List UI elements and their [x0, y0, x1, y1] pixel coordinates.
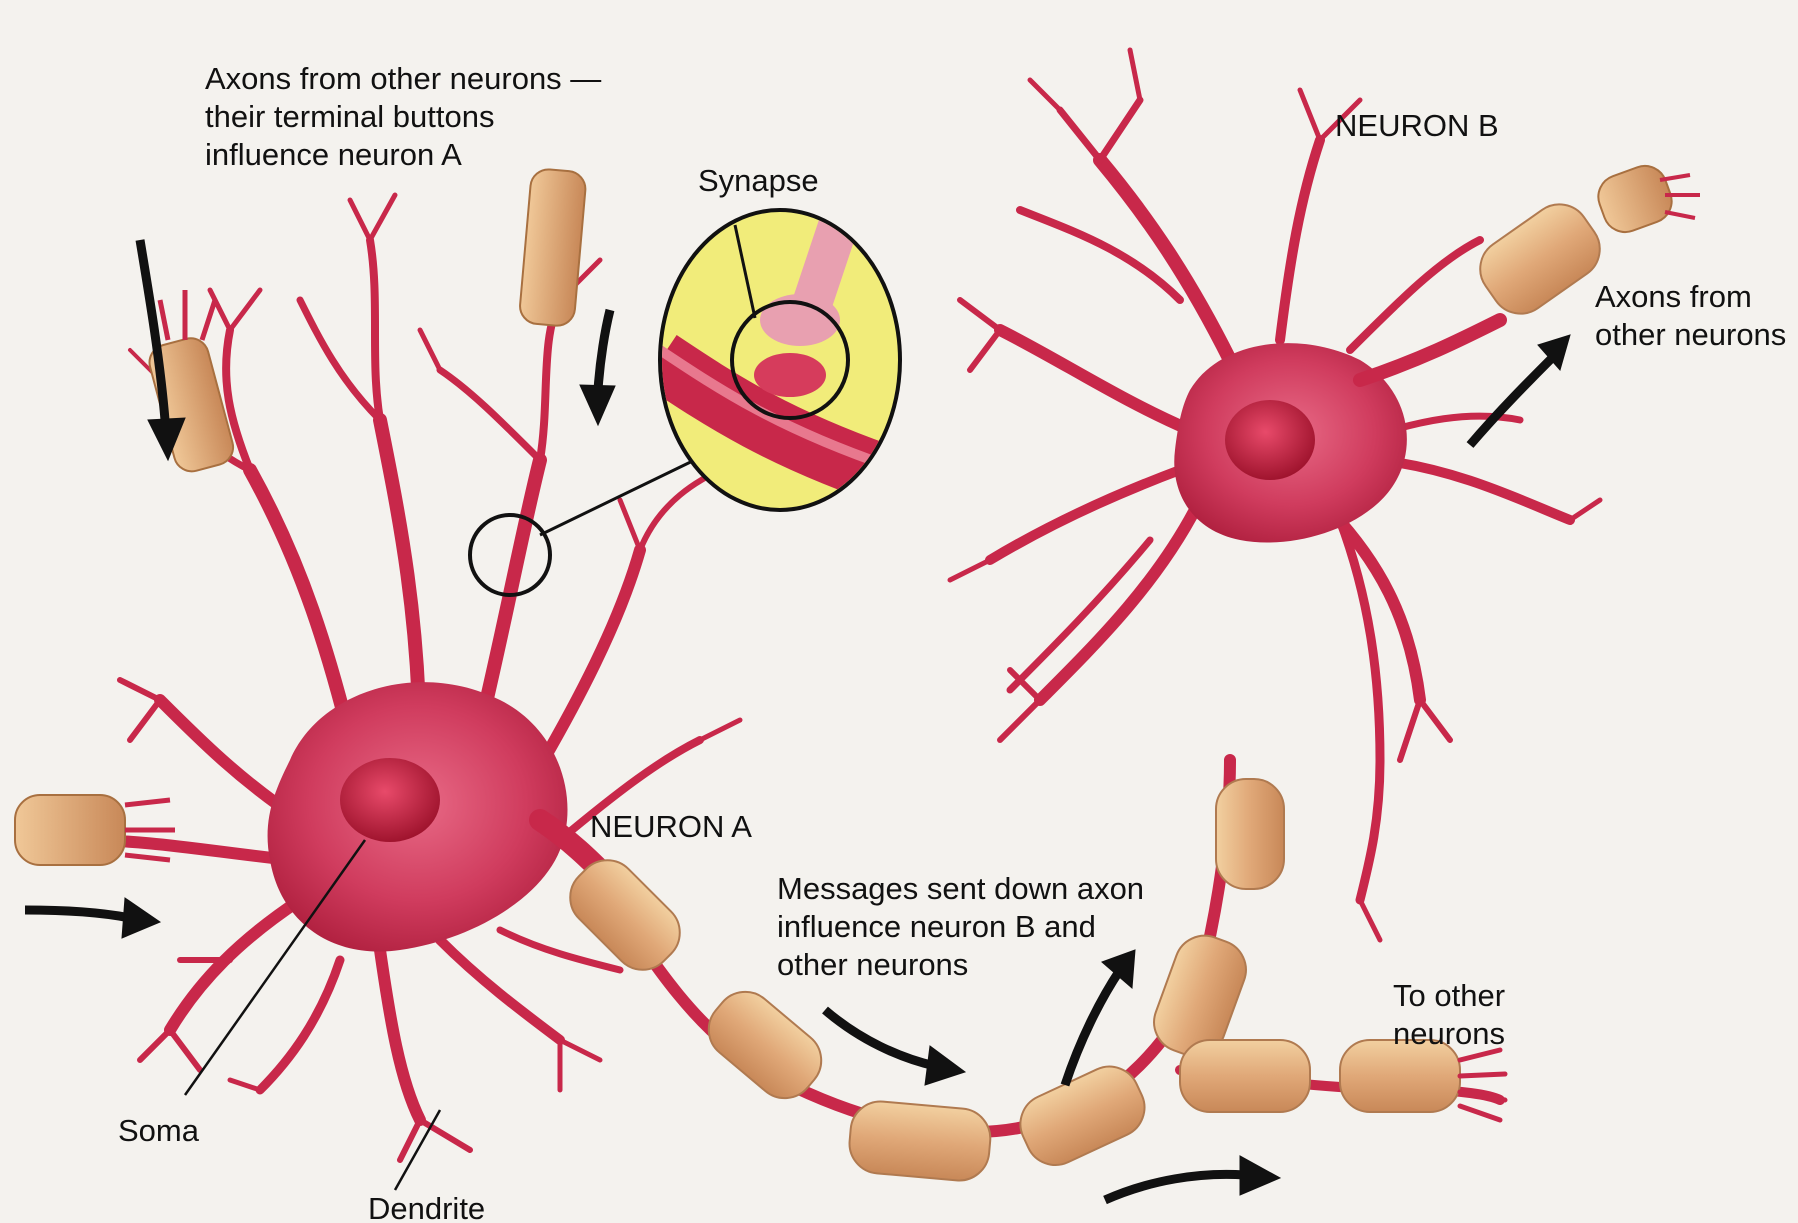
- messages-label: Messages sent down axon influence neuron…: [777, 870, 1144, 984]
- soma-label: Soma: [118, 1112, 199, 1150]
- synapse-label: Synapse: [698, 162, 819, 200]
- axons-to-neuron-b-label: Axons from other neurons: [1595, 278, 1786, 354]
- dendrite-label: Dendrite: [368, 1190, 485, 1223]
- axons-to-neuron-a-label: Axons from other neurons — their termina…: [205, 60, 601, 174]
- neuron-a-nucleus: [340, 758, 440, 842]
- synapse-inset: [660, 210, 900, 510]
- neuron-a-dendrites: [80, 195, 740, 1160]
- to-other-neurons-label: To other neurons: [1393, 977, 1505, 1053]
- neuron-b-label: NEURON B: [1335, 107, 1499, 145]
- neuron-a-label: NEURON A: [590, 808, 752, 846]
- neuron-b-nucleus: [1225, 400, 1315, 480]
